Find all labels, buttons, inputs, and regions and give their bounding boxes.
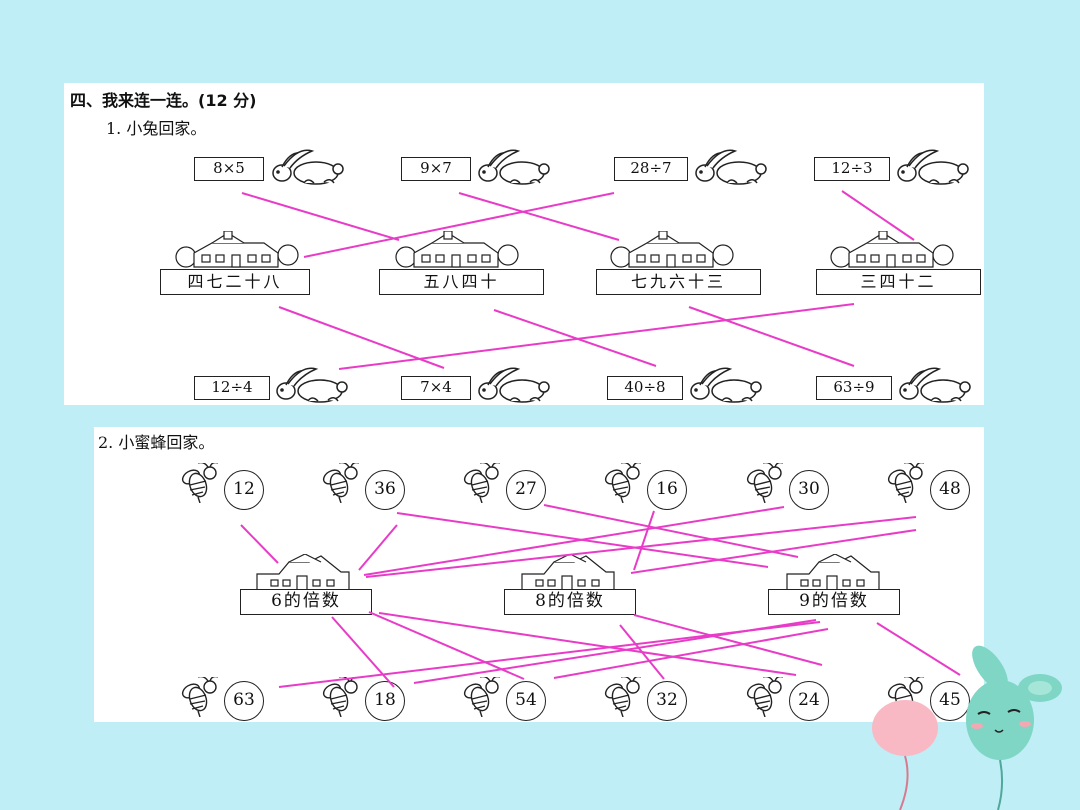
top-number-circle-5[interactable]: 30 xyxy=(789,470,829,510)
connector-line xyxy=(378,612,797,676)
balloon-bunny-decoration xyxy=(872,645,1062,810)
q2-title: 2. 小蜜蜂回家。 xyxy=(98,433,215,452)
connector-line xyxy=(413,619,817,684)
connector-line xyxy=(358,524,398,571)
house-label-1[interactable]: 四七二十八 xyxy=(160,269,310,295)
bottom-number-circle-3[interactable]: 54 xyxy=(506,681,546,721)
top-math-box-1[interactable]: 8×5 xyxy=(194,157,264,181)
bunny-balloon-icon xyxy=(966,680,1034,760)
section-heading: 四、我来连一连。(12 分) xyxy=(70,91,257,110)
bottom-number-circle-4[interactable]: 32 xyxy=(647,681,687,721)
connector-line xyxy=(241,192,400,241)
worksheet-panel-rabbits: 四、我来连一连。(12 分) 1. 小兔回家。 8×5 9×7 28÷7 12÷… xyxy=(64,83,984,405)
multiples-house-label-1[interactable]: 6的倍数 xyxy=(240,589,372,615)
connector-line xyxy=(841,190,915,241)
top-math-box-4[interactable]: 12÷3 xyxy=(814,157,890,181)
worksheet-panel-bees: 2. 小蜜蜂回家。 12 36 27 16 30 48 6的倍数 8的倍数 9的… xyxy=(94,427,984,722)
bottom-number-circle-5[interactable]: 24 xyxy=(789,681,829,721)
connector-line xyxy=(553,628,829,679)
connector-line xyxy=(363,506,785,576)
rabbit-connector-lines xyxy=(241,190,915,370)
connector-line xyxy=(458,192,620,241)
bottom-number-circle-6[interactable]: 45 xyxy=(930,681,970,721)
bottom-math-box-1[interactable]: 12÷4 xyxy=(194,376,270,400)
connector-line xyxy=(633,614,823,666)
connector-line xyxy=(368,611,525,680)
top-math-box-2[interactable]: 9×7 xyxy=(401,157,471,181)
connector-line xyxy=(876,622,961,676)
connector-line xyxy=(303,192,615,258)
bee-connector-lines xyxy=(240,504,961,688)
connector-line xyxy=(493,309,657,367)
connector-line xyxy=(633,510,655,571)
house-label-2[interactable]: 五八四十 xyxy=(379,269,544,295)
connector-line xyxy=(619,624,665,680)
connector-line xyxy=(543,504,799,558)
connector-line xyxy=(278,306,445,369)
connector-line xyxy=(630,529,917,574)
bottom-math-box-2[interactable]: 7×4 xyxy=(401,376,471,400)
house-label-3[interactable]: 七九六十三 xyxy=(596,269,761,295)
top-math-box-3[interactable]: 28÷7 xyxy=(614,157,688,181)
bottom-number-circle-2[interactable]: 18 xyxy=(365,681,405,721)
connector-line xyxy=(688,306,855,367)
top-number-circle-2[interactable]: 36 xyxy=(365,470,405,510)
bottom-math-box-3[interactable]: 40÷8 xyxy=(607,376,683,400)
connector-line xyxy=(365,516,917,578)
top-number-circle-3[interactable]: 27 xyxy=(506,470,546,510)
multiples-house-label-3[interactable]: 9的倍数 xyxy=(768,589,900,615)
q1-title: 1. 小兔回家。 xyxy=(106,119,207,138)
multiples-house-label-2[interactable]: 8的倍数 xyxy=(504,589,636,615)
top-number-circle-6[interactable]: 48 xyxy=(930,470,970,510)
bottom-number-circle-1[interactable]: 63 xyxy=(224,681,264,721)
house-label-4[interactable]: 三四十二 xyxy=(816,269,981,295)
connector-line xyxy=(240,524,279,564)
top-number-circle-4[interactable]: 16 xyxy=(647,470,687,510)
connector-line xyxy=(338,303,855,370)
pink-balloon-icon xyxy=(872,700,938,756)
top-number-circle-1[interactable]: 12 xyxy=(224,470,264,510)
bottom-math-box-4[interactable]: 63÷9 xyxy=(816,376,892,400)
